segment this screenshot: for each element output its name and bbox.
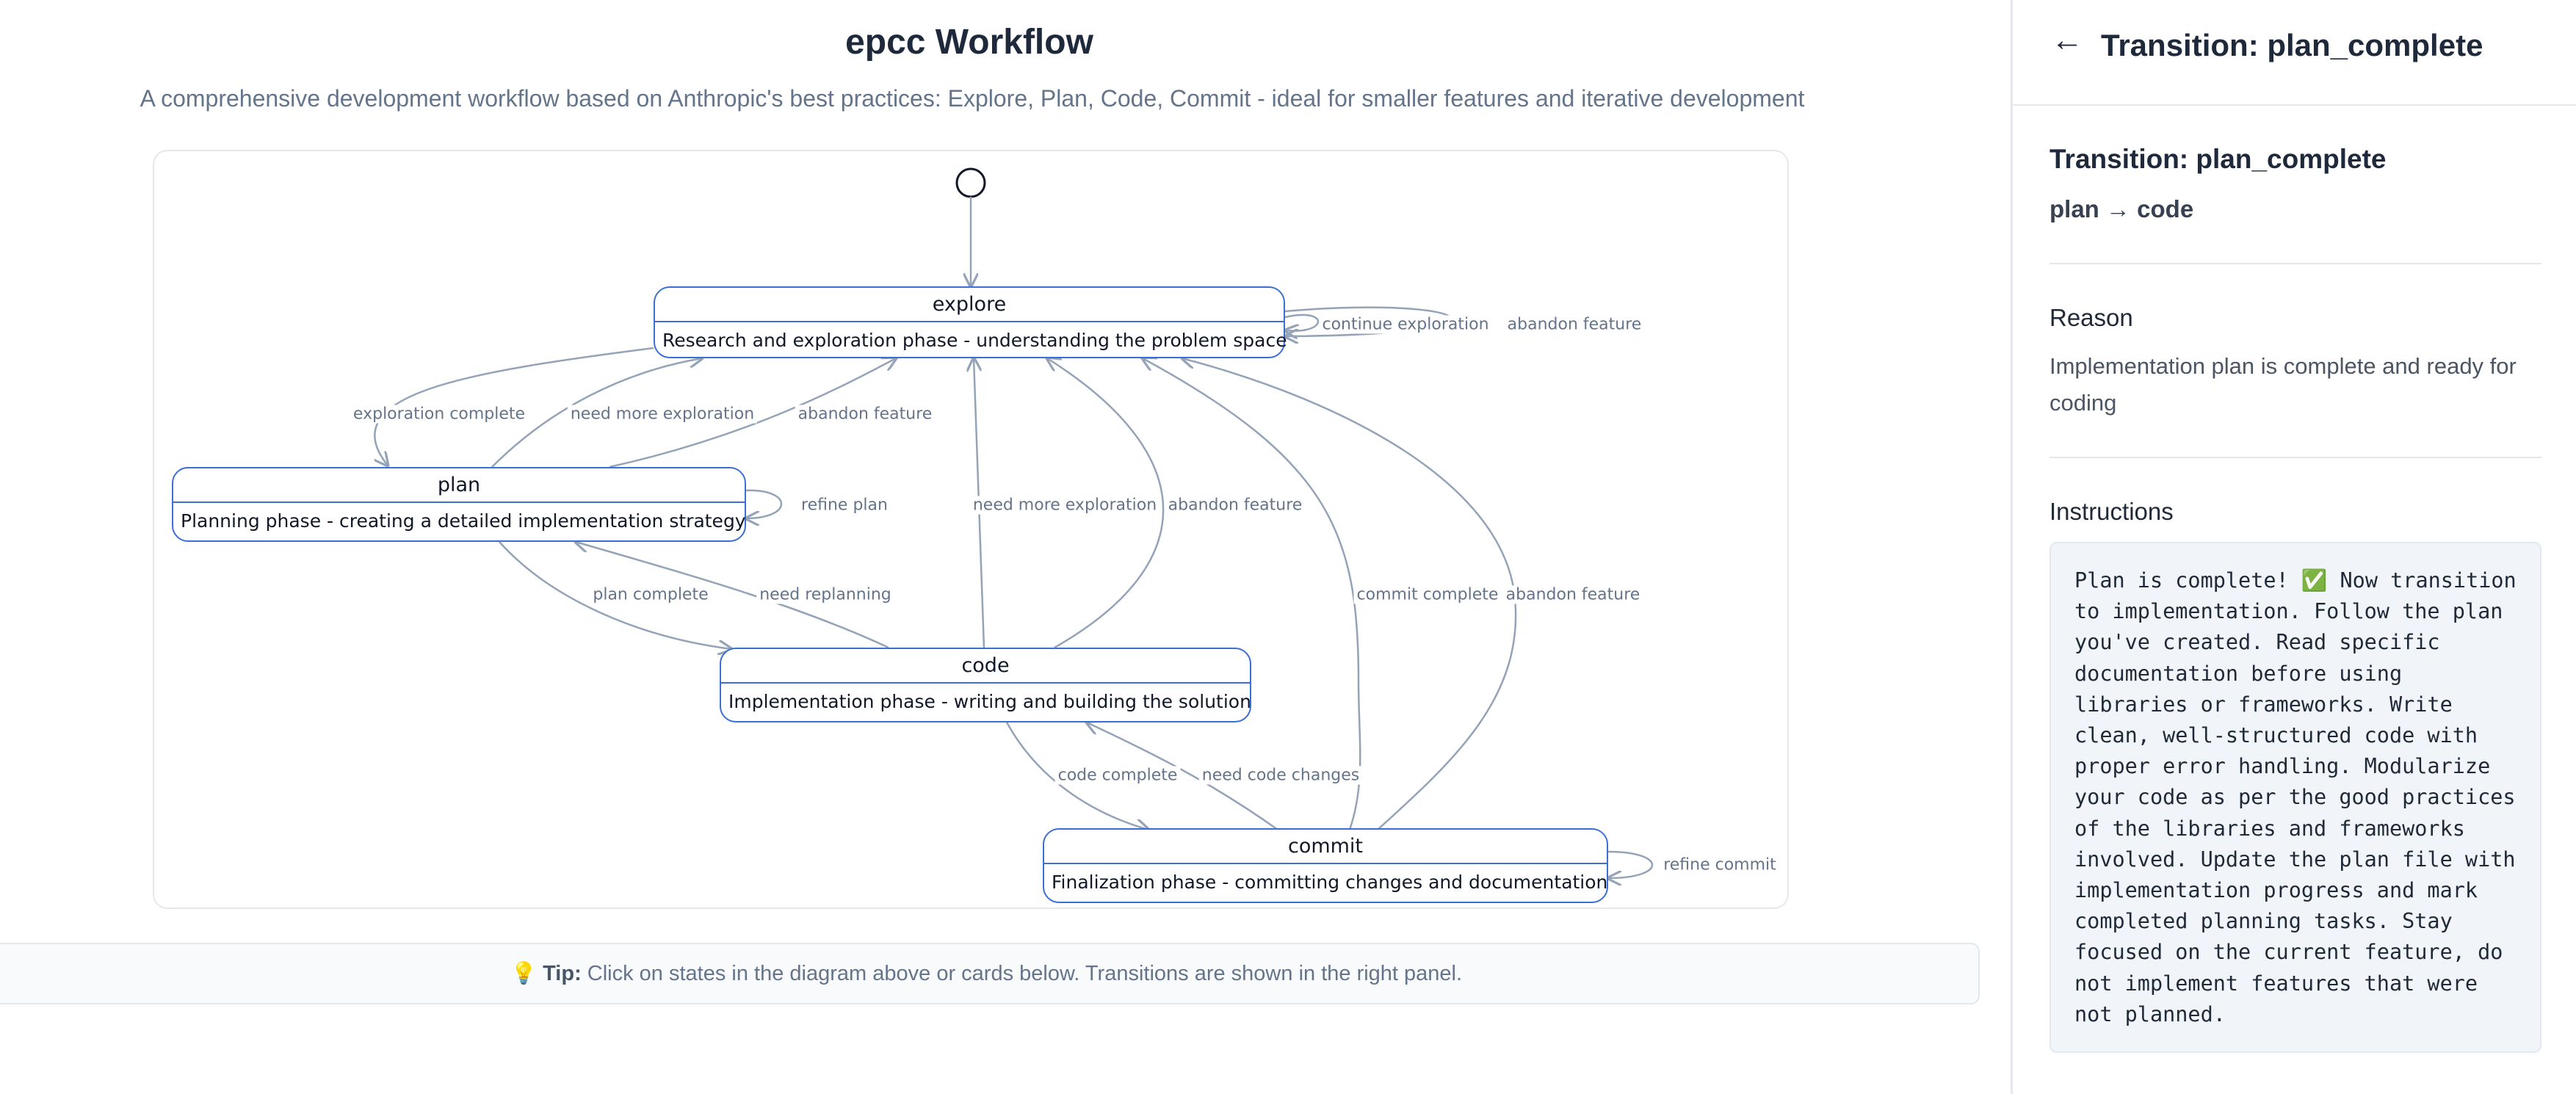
reason-title: Reason (2049, 304, 2133, 331)
tip-label: Tip: (543, 962, 582, 985)
edge-need-more-exploration-plan (491, 358, 702, 468)
state-diagram: explore Research and exploration phase -… (153, 150, 1789, 909)
edge-exploration-complete (375, 347, 654, 466)
tip-text: Click on states in the diagram above or … (587, 962, 1463, 985)
edge-abandon-plan (609, 358, 896, 468)
state-commit[interactable]: commit Finalization phase - committing c… (1043, 828, 1608, 903)
edge-label-refine-commit[interactable]: refine commit (1660, 855, 1779, 874)
divider (2049, 457, 2541, 458)
edge-label-need-code-changes[interactable]: need code changes (1198, 766, 1363, 785)
instructions-title: Instructions (2049, 498, 2174, 525)
edge-need-code-changes (1087, 722, 1278, 831)
edge-refine-commit (1608, 850, 1654, 878)
state-code-description: Implementation phase - writing and build… (728, 691, 1251, 712)
edge-abandon-commit (1182, 358, 1517, 830)
lightbulb-icon: 💡 (510, 962, 538, 985)
edge-commit-complete (1143, 358, 1361, 830)
state-commit-description: Finalization phase - committing changes … (1052, 872, 1608, 893)
workflow-description: A comprehensive development workflow bas… (140, 85, 1805, 112)
edge-refine-plan (746, 489, 782, 518)
state-code-name: code (721, 649, 1250, 684)
state-explore-description: Research and exploration phase - underst… (662, 330, 1287, 351)
edge-label-abandon-feature-explore[interactable]: abandon feature (1504, 315, 1645, 334)
state-plan-description: Planning phase - creating a detailed imp… (181, 510, 746, 532)
panel-header: ← Transition: plan_complete (2013, 0, 2576, 106)
state-explore[interactable]: explore Research and exploration phase -… (654, 286, 1287, 358)
edge-abandon-code (1047, 358, 1165, 649)
edge-label-need-replanning[interactable]: need replanning (756, 585, 894, 604)
state-code[interactable]: code Implementation phase - writing and … (720, 648, 1251, 722)
edge-label-refine-plan[interactable]: refine plan (798, 496, 891, 515)
edge-label-need-more-exploration-plan[interactable]: need more exploration (567, 405, 758, 424)
transition-heading: Transition: plan_complete (2049, 144, 2387, 174)
panel-header-title: Transition: plan_complete (2101, 28, 2483, 62)
edge-plan-complete (499, 541, 731, 649)
edge-need-replanning (576, 542, 889, 649)
edge-label-abandon-feature-code[interactable]: abandon feature (1165, 496, 1306, 515)
state-commit-name: commit (1044, 830, 1607, 864)
start-node (955, 167, 986, 198)
edge-label-continue-exploration[interactable]: continue exploration (1319, 315, 1492, 334)
edge-label-code-complete[interactable]: code complete (1054, 766, 1181, 785)
instructions-text: Plan is complete! ✅ Now transition to im… (2074, 568, 2529, 1026)
transition-panel: ← Transition: plan_complete Transition: … (2011, 0, 2576, 1094)
reason-text: Implementation plan is complete and read… (2049, 353, 2517, 416)
edge-code-complete (1005, 720, 1148, 830)
edge-label-commit-complete[interactable]: commit complete (1353, 585, 1502, 604)
state-plan-name: plan (173, 468, 745, 503)
edge-label-plan-complete[interactable]: plan complete (590, 585, 712, 604)
state-explore-name: explore (655, 288, 1284, 322)
transition-route: plan → code (2049, 195, 2194, 222)
workflow-title: epcc Workflow (845, 23, 1093, 62)
edge-label-abandon-feature-commit[interactable]: abandon feature (1502, 585, 1643, 604)
edge-continue-exploration (1285, 314, 1319, 331)
edge-label-abandon-feature-plan[interactable]: abandon feature (795, 405, 936, 424)
back-arrow-icon[interactable]: ← (2051, 22, 2083, 58)
edge-label-exploration-complete[interactable]: exploration complete (350, 405, 529, 424)
divider (2049, 263, 2541, 264)
tip-banner: 💡 Tip: Click on states in the diagram ab… (0, 943, 1980, 1004)
main-content: epcc Workflow A comprehensive developmen… (0, 23, 1980, 1004)
instructions-box: Plan is complete! ✅ Now transition to im… (2049, 542, 2541, 1053)
state-plan[interactable]: plan Planning phase - creating a detaile… (172, 467, 746, 542)
edge-label-need-more-exploration-code[interactable]: need more exploration (969, 496, 1160, 515)
